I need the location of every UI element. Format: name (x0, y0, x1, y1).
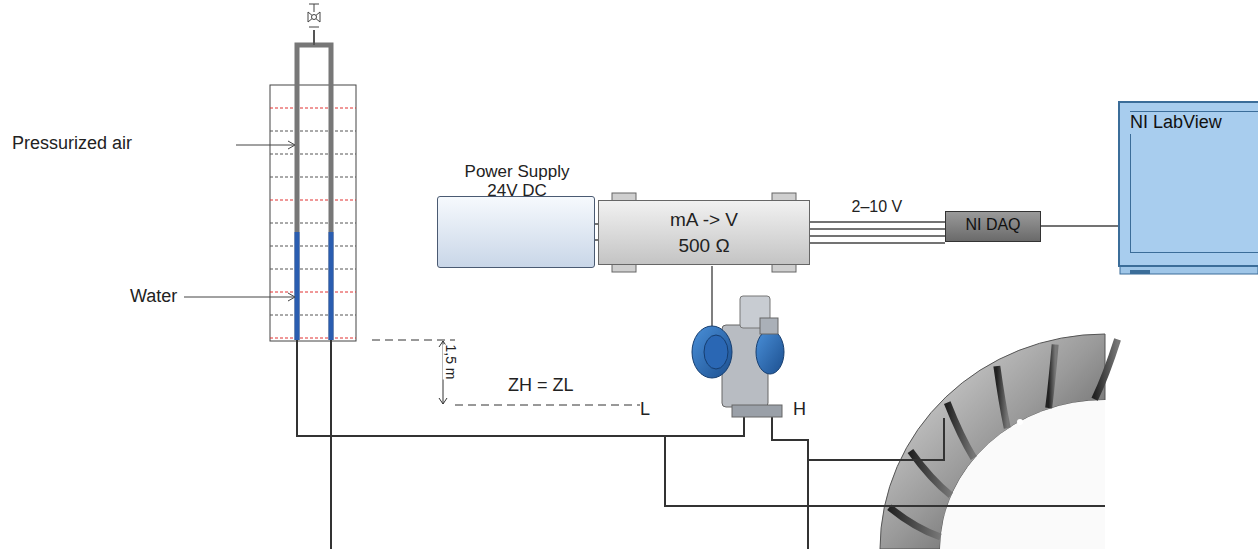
edge-label: 2–10 V (852, 198, 903, 216)
signal-cable (810, 222, 945, 243)
node-text: mA -> V 500 Ω (599, 201, 809, 258)
callout-text: Water (130, 287, 177, 307)
port-label: H (793, 400, 806, 420)
dimension-text: 1,5 m (442, 344, 457, 379)
node-text: NI LabView (1130, 112, 1258, 134)
callout-text: Pressurized air (12, 134, 132, 154)
monitor-stand (1120, 266, 1258, 274)
daq-module: NI DAQ (945, 211, 1041, 242)
monitor-screen: NI LabView (1118, 101, 1258, 267)
signal-wire (711, 266, 713, 326)
power-supply: Power Supply 24V DC (437, 196, 595, 268)
equation-text: ZH = ZL (508, 376, 574, 396)
node-text: Power Supply 24V DC (454, 163, 580, 200)
signal-cable (1041, 226, 1118, 227)
u-tube-manometer (270, 4, 356, 341)
pressure-transmitter (692, 296, 784, 417)
dimension-lines (372, 340, 640, 405)
node-text: NI DAQ (946, 212, 1040, 238)
fan-impeller (880, 334, 1118, 549)
signal-converter: mA -> V 500 Ω (598, 200, 810, 265)
pointer-arrows (184, 141, 295, 301)
port-label: L (640, 400, 650, 420)
